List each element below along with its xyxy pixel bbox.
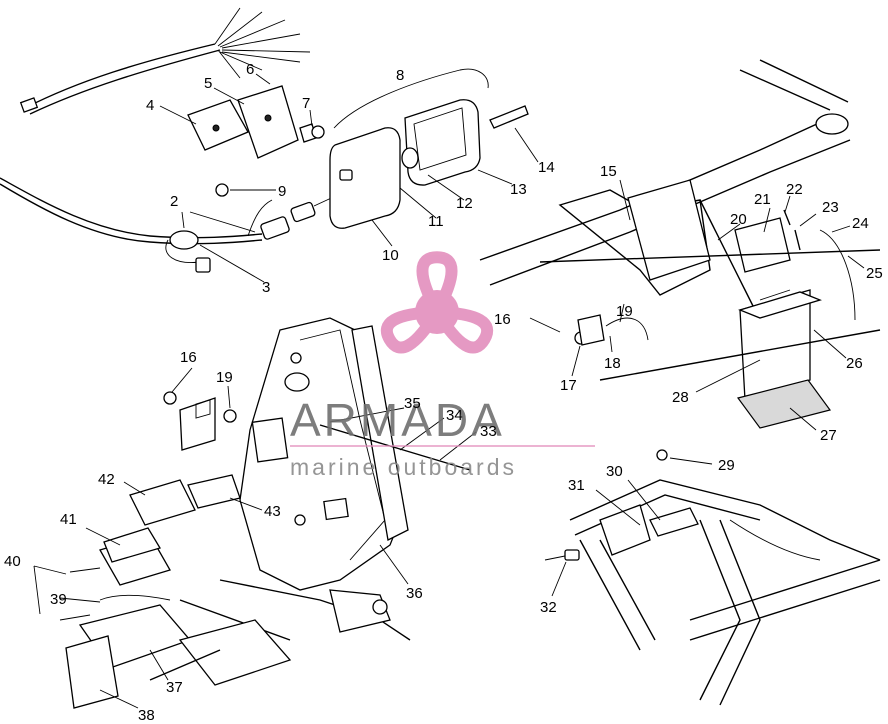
callout-11: 11 [428, 213, 444, 230]
callout-16: 16 [494, 311, 511, 328]
callout-19: 19 [616, 303, 633, 320]
propeller-blade-icon [380, 306, 443, 354]
callout-40: 40 [4, 553, 21, 570]
callout-31: 31 [568, 477, 585, 494]
callout-8: 8 [396, 67, 404, 84]
callout-21: 21 [754, 191, 771, 208]
propeller-logo-icon [380, 251, 494, 354]
callout-7: 7 [302, 95, 310, 112]
callout-28: 28 [672, 389, 689, 406]
callout-39: 39 [50, 591, 67, 608]
callout-3: 3 [262, 279, 270, 296]
callout-23: 23 [822, 199, 839, 216]
callout-13: 13 [510, 181, 527, 198]
rear-frame-plate [179, 317, 471, 641]
chassis-frame [544, 449, 881, 706]
callout-14: 14 [538, 159, 555, 176]
callout-36: 36 [406, 585, 423, 602]
callout-15: 15 [600, 163, 617, 180]
lower-left-parts [59, 391, 292, 709]
callout-4: 4 [146, 97, 154, 114]
propeller-hub-icon [415, 290, 459, 334]
callout-19-b: 19 [216, 369, 233, 386]
callout-37: 37 [166, 679, 183, 696]
callout-20: 20 [730, 211, 747, 228]
callout-30: 30 [606, 463, 623, 480]
battery-box-assembly [479, 59, 881, 429]
callout-22: 22 [786, 181, 803, 198]
propeller-blade-icon [416, 251, 458, 318]
callout-10: 10 [382, 247, 399, 264]
tail-light-assembly [187, 68, 529, 229]
callout-33: 33 [480, 423, 497, 440]
callout-2: 2 [170, 193, 178, 210]
callout-25: 25 [866, 265, 883, 282]
watermark-title: ARMADA [290, 394, 505, 446]
callout-34: 34 [446, 407, 463, 424]
callout-26: 26 [846, 355, 863, 372]
callout-38: 38 [138, 707, 155, 724]
watermark-subtitle: marine outboards [290, 454, 517, 480]
callout-42: 42 [98, 471, 115, 488]
callout-9: 9 [278, 183, 286, 200]
callout-32: 32 [540, 599, 557, 616]
callout-16-b: 16 [180, 349, 197, 366]
callout-43: 43 [264, 503, 281, 520]
callout-18: 18 [604, 355, 621, 372]
wiring-harness [0, 7, 341, 273]
callout-12: 12 [456, 195, 473, 212]
leader-lines [33, 73, 865, 709]
callout-35: 35 [404, 395, 421, 412]
callout-27: 27 [820, 427, 837, 444]
armada-logo: ARMADA marine outboards [290, 251, 595, 480]
callout-6: 6 [246, 61, 254, 78]
propeller-blade-icon [431, 306, 494, 354]
callout-17: 17 [560, 377, 577, 394]
callout-5: 5 [204, 75, 212, 92]
callout-41: 41 [60, 511, 77, 528]
callout-29: 29 [718, 457, 735, 474]
callout-24: 24 [852, 215, 869, 232]
